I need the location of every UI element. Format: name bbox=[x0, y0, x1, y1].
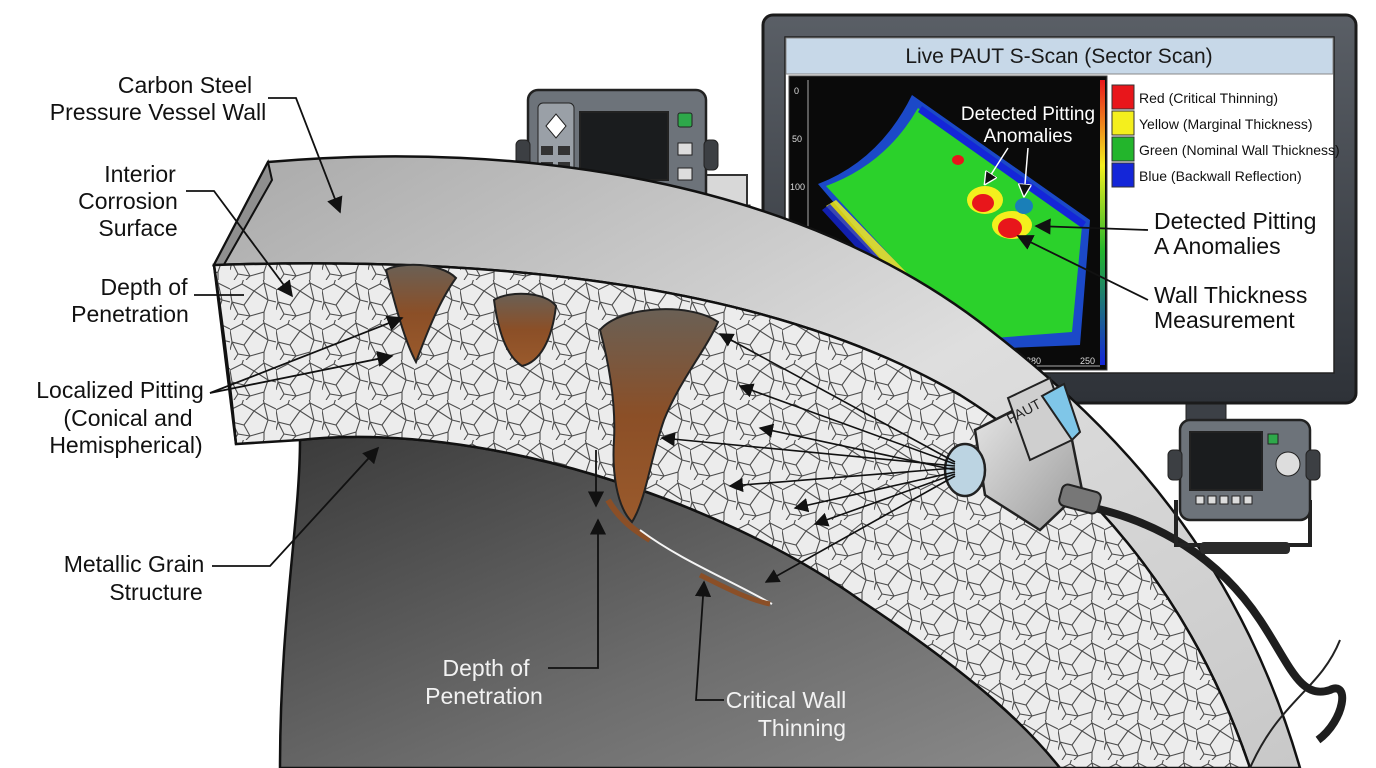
grain-structure bbox=[212, 262, 1252, 768]
legend-yellow: Yellow (Marginal Thickness) bbox=[1139, 116, 1313, 132]
sector-fan-green bbox=[826, 108, 1082, 340]
label-critical-line2: Thinning bbox=[758, 715, 846, 741]
x-tick: 380 bbox=[1026, 356, 1041, 366]
color-legend: Red (Critical Thinning) Yellow (Marginal… bbox=[1111, 84, 1340, 188]
legend-swatch-green bbox=[1111, 136, 1135, 162]
callout-interior-surface: Interior Corrosion Surface bbox=[78, 161, 293, 298]
pit-hemispherical bbox=[492, 292, 558, 368]
legend-swatch-blue bbox=[1111, 162, 1135, 188]
legend-swatch-red bbox=[1111, 84, 1135, 110]
label-interior-line2: Corrosion bbox=[78, 188, 178, 214]
label-depth-lower-line2: Penetration bbox=[425, 683, 543, 709]
y-tick: 50 bbox=[792, 134, 802, 144]
label-grain-line1: Metallic Grain bbox=[64, 551, 205, 577]
label-wall-line1: Wall Thickness bbox=[1154, 282, 1307, 308]
y-tick: 100 bbox=[790, 182, 805, 192]
label-critical-line1: Critical Wall bbox=[726, 687, 847, 713]
label-interior-line1: Interior bbox=[104, 161, 176, 187]
legend-blue: Blue (Backwall Reflection) bbox=[1139, 168, 1302, 184]
legend-swatch-yellow bbox=[1111, 110, 1135, 136]
callout-vessel-wall: Carbon Steel Pressure Vessel Wall bbox=[50, 72, 343, 214]
label-depth-lower-line1: Depth of bbox=[443, 655, 531, 681]
overlay-label: Detected Pitting Anomalies bbox=[961, 104, 1095, 196]
callout-critical-thinning: Critical Wall Thinning bbox=[694, 580, 847, 741]
flaw-detector-unit-right bbox=[1167, 418, 1321, 554]
pit-deep bbox=[598, 308, 720, 524]
callout-pitting: Localized Pitting (Conical and Hemispher… bbox=[36, 315, 404, 458]
label-detected-line1: Detected Pitting bbox=[1154, 208, 1316, 234]
screen-title: Live PAUT S-Scan (Sector Scan) bbox=[905, 45, 1212, 68]
callout-depth-lower: Depth of Penetration bbox=[425, 450, 607, 709]
legend-green: Green (Nominal Wall Thickness) bbox=[1139, 142, 1340, 158]
x-tick: 250 bbox=[1080, 356, 1095, 366]
label-detected-line2: A Anomalies bbox=[1154, 233, 1281, 259]
overlay-line1: Detected Pitting bbox=[961, 104, 1095, 125]
label-grain-line2: Structure bbox=[109, 579, 202, 605]
label-pitting-line1: Localized Pitting bbox=[36, 377, 204, 403]
label-vessel-line2: Pressure Vessel Wall bbox=[50, 99, 266, 125]
callout-wall-thickness: Wall Thickness Measurement bbox=[1016, 235, 1307, 333]
critical-thinning-outline bbox=[639, 529, 773, 605]
callout-depth-upper: Depth of Penetration bbox=[71, 274, 244, 327]
corrosion-pits bbox=[384, 263, 720, 543]
y-tick: 0 bbox=[794, 86, 799, 96]
label-interior-line3: Surface bbox=[98, 215, 177, 241]
label-pitting-line2: (Conical and bbox=[63, 405, 192, 431]
anomaly-hotspots bbox=[952, 155, 1033, 239]
callout-detected-right: Detected Pitting A Anomalies bbox=[1034, 208, 1316, 259]
paut-probe: PAUT bbox=[943, 376, 1347, 744]
ultrasonic-beams bbox=[660, 333, 956, 583]
label-pitting-line3: Hemispherical) bbox=[49, 432, 202, 458]
label-depth-upper-line1: Depth of bbox=[101, 274, 189, 300]
legend-red: Red (Critical Thinning) bbox=[1139, 90, 1278, 106]
callout-grain: Metallic Grain Structure bbox=[64, 446, 380, 605]
color-scale-bar bbox=[1100, 80, 1105, 365]
label-vessel-line1: Carbon Steel bbox=[118, 72, 252, 98]
label-depth-upper-line2: Penetration bbox=[71, 301, 189, 327]
vessel-wall bbox=[211, 155, 1341, 768]
label-wall-line2: Measurement bbox=[1154, 307, 1295, 333]
overlay-line2: Anomalies bbox=[984, 126, 1073, 147]
